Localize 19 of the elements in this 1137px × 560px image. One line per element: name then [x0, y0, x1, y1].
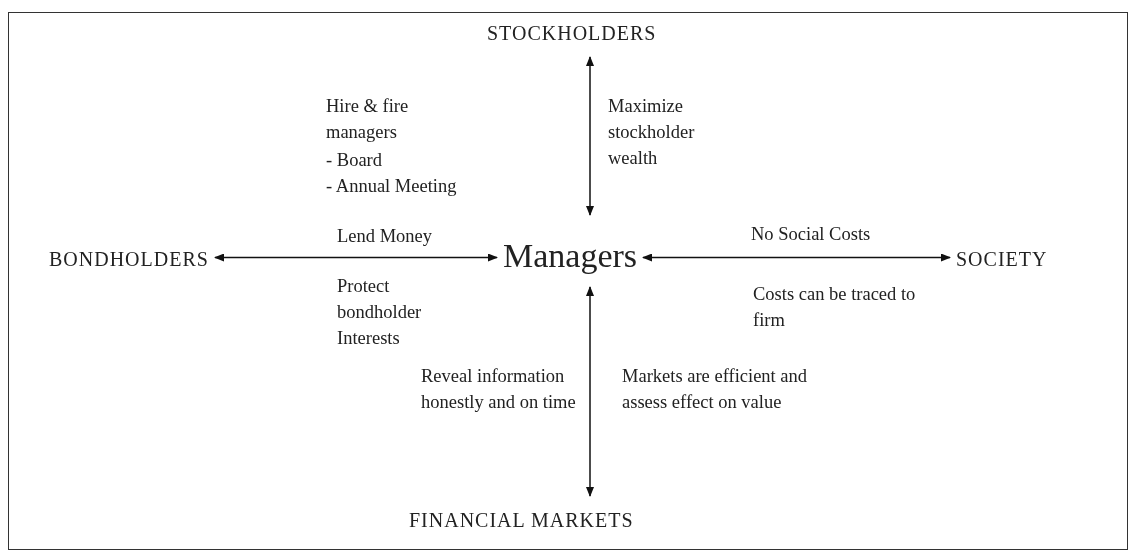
stakeholder-label: STOCKHOLDERS [487, 23, 657, 43]
relationship-note: Costs can be traced to firm [753, 283, 917, 332]
stakeholder-label: SOCIETY [956, 249, 1048, 269]
double-arrow [214, 253, 498, 262]
double-arrow [586, 56, 594, 216]
relationship-note: No Social Costs [751, 223, 872, 246]
stakeholder-label: Managers [503, 239, 638, 273]
double-arrow [586, 286, 594, 497]
relationship-note: - Annual Meeting [326, 175, 458, 198]
double-arrow [642, 253, 951, 262]
relationship-note: Protect bondholder Interests [337, 275, 423, 350]
stakeholder-label: FINANCIAL MARKETS [409, 510, 634, 530]
relationship-note: - Board [326, 149, 383, 172]
relationship-note: Markets are efficient and assess effect on value [622, 365, 809, 414]
relationship-note: Lend Money [337, 225, 434, 248]
relationship-note: Hire & fire managers [326, 95, 410, 144]
stakeholder-label: BONDHOLDERS [49, 249, 209, 269]
relationship-note: Maximize stockholder wealth [608, 95, 696, 170]
relationship-note: Reveal information honestly and on time [421, 365, 577, 414]
